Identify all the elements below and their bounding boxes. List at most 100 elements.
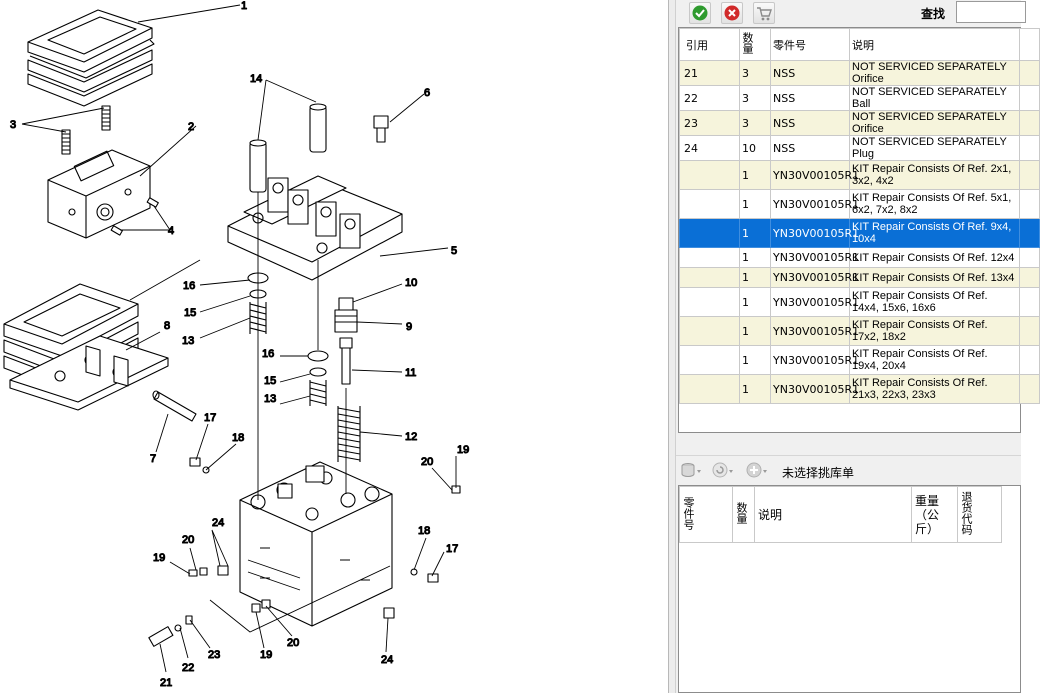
cell-part-number: NSS (770, 135, 850, 161)
cell-qty: 1 (739, 374, 771, 404)
refresh-icon[interactable] (712, 462, 734, 478)
pick-col-part-number[interactable]: 零件号 (679, 486, 733, 543)
cell-qty: 1 (739, 189, 771, 219)
red-x-icon (724, 5, 740, 21)
callout-8: 8 (164, 320, 170, 332)
screw-part-3 (61, 105, 111, 155)
callout-3: 3 (10, 119, 16, 131)
cell-qty: 3 (739, 85, 771, 111)
cell-part-number: YN30V00105R1 (770, 345, 859, 375)
cell-part-number: YN30V00105R1 (770, 287, 859, 317)
callout-2: 2 (188, 121, 194, 133)
cell-extra (1019, 135, 1040, 161)
callout-15b: 15 (264, 375, 276, 387)
cell-description: KIT Repair Consists Of Ref. 9x4, 10x4 (849, 218, 1020, 248)
block-part-2 (47, 149, 151, 239)
pick-list[interactable]: 零件号 数量 说明 重量（公斤） 退货代码 (678, 485, 1021, 693)
col-header-part-number[interactable]: 零件号 (770, 28, 850, 61)
spring-part-12 (337, 406, 361, 462)
col-header-description[interactable]: 说明 (849, 28, 1020, 61)
cell-extra (1019, 218, 1040, 248)
top-toolbar: 查找 (676, 0, 1026, 27)
cell-part-number: NSS (770, 60, 850, 86)
cell-description: KIT Repair Consists Of Ref. 19x4, 20x4 (849, 345, 1020, 375)
pick-col-qty[interactable]: 数量 (732, 486, 755, 543)
cell-qty: 1 (739, 160, 771, 190)
callout-1: 1 (241, 0, 247, 12)
cell-ref (679, 316, 740, 346)
confirm-button[interactable] (689, 2, 711, 24)
add-icon[interactable] (746, 462, 768, 478)
cell-extra (1019, 160, 1040, 190)
cell-ref (679, 247, 740, 268)
cell-description: KIT Repair Consists Of Ref. 5x1, 6x2, 7x… (849, 189, 1020, 219)
vertical-splitter[interactable] (668, 0, 676, 693)
callout-18b: 18 (418, 525, 430, 537)
lower-plate (9, 335, 169, 411)
pick-col-return-code[interactable]: 退货代码 (957, 486, 1002, 543)
callout-19c: 19 (260, 649, 272, 661)
callout-19b: 19 (153, 552, 165, 564)
cell-part-number: YN30V00105R1 (770, 316, 859, 346)
callout-5: 5 (451, 245, 457, 257)
cell-extra (1019, 316, 1040, 346)
cell-part-number: YN30V00105R1 (770, 218, 859, 248)
col-header-ref[interactable]: 引用 (679, 28, 740, 61)
cell-description: NOT SERVICED SEPARATELY Orifice (849, 110, 1020, 136)
cell-ref (679, 345, 740, 375)
callout-7: 7 (150, 453, 156, 465)
exploded-view-drawing: 1 2 3 4 5 6 7 8 9 10 11 12 13 14 15 16 1… (3, 0, 470, 690)
callout-6: 6 (424, 87, 430, 99)
search-input[interactable] (956, 1, 1026, 23)
callout-20c: 20 (287, 637, 299, 649)
cell-qty: 1 (739, 218, 771, 248)
valve-body (239, 461, 393, 627)
callout-16: 16 (183, 280, 195, 292)
callout-20: 20 (421, 456, 433, 468)
seal-spring-center (307, 350, 329, 406)
pick-col-description[interactable]: 说明 (754, 486, 912, 543)
cell-description: KIT Repair Consists Of Ref. 13x4 (849, 267, 1020, 288)
cancel-button[interactable] (721, 2, 743, 24)
cell-description: NOT SERVICED SEPARATELY Ball (849, 85, 1020, 111)
callout-18: 18 (232, 432, 244, 444)
cell-part-number: NSS (770, 110, 850, 136)
cell-part-number: YN30V00105R1 (770, 247, 859, 268)
pick-col-weight[interactable]: 重量（公斤） (911, 486, 958, 543)
cell-ref: 21 (679, 60, 740, 86)
add-to-cart-button[interactable] (753, 2, 775, 24)
cell-qty: 1 (739, 345, 771, 375)
cell-description: NOT SERVICED SEPARATELY Plug (849, 135, 1020, 161)
parts-diagram[interactable]: 1 2 3 4 5 6 7 8 9 10 11 12 13 14 15 16 1… (0, 0, 668, 693)
cell-part-number: YN30V00105R1 (770, 374, 859, 404)
col-header-qty[interactable]: 数量 (739, 28, 771, 61)
cell-ref (679, 287, 740, 317)
callout-4: 4 (168, 225, 174, 237)
horizontal-splitter[interactable] (676, 433, 1021, 455)
leader-lines (21, 4, 457, 673)
callout-17: 17 (204, 412, 216, 424)
search-label: 查找 (921, 7, 946, 21)
cell-description: KIT Repair Consists Of Ref. 12x4 (849, 247, 1020, 268)
pick-table: 零件号 数量 说明 重量（公斤） 退货代码 (679, 486, 1002, 543)
col-header-extra (1019, 28, 1040, 61)
callout-13: 13 (182, 335, 194, 347)
stack-icon[interactable] (680, 462, 702, 478)
cell-qty: 1 (739, 316, 771, 346)
